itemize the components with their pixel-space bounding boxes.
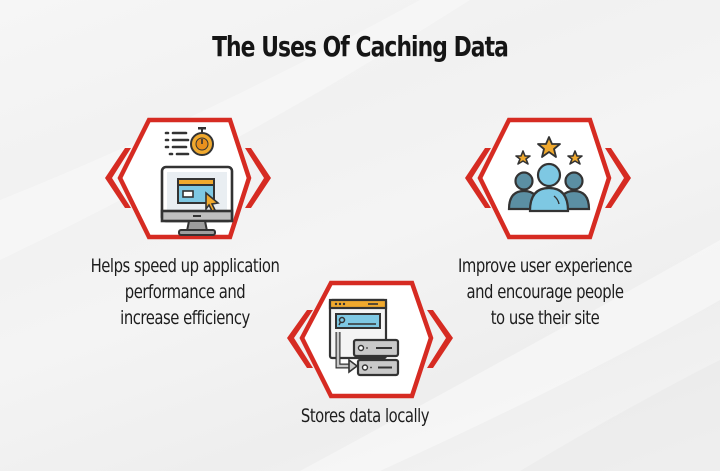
page-title: The Uses Of Caching Data	[212, 30, 509, 63]
hexagon-badge-performance	[105, 117, 271, 240]
hexagon-badge-user-experience	[465, 117, 631, 240]
caption-line: Stores data locally	[300, 405, 430, 427]
caption-line: Improve user experience	[457, 255, 633, 277]
hexagon-badge-local-storage	[287, 280, 453, 399]
caption-line: to use their site	[490, 307, 600, 329]
caption-line: performance and	[124, 281, 246, 303]
caption-user-experience: Improve user experience and encourage pe…	[420, 253, 670, 331]
caption-line: and encourage people	[466, 281, 624, 303]
users-stars-icon	[507, 136, 591, 213]
caption-line: Helps speed up application	[90, 255, 280, 277]
caption-performance: Helps speed up application performance a…	[60, 253, 310, 331]
caption-line: increase efficiency	[120, 307, 250, 329]
caption-local-storage: Stores data locally	[240, 403, 490, 429]
monitor-stopwatch-icon	[160, 127, 234, 236]
browser-server-icon	[328, 298, 400, 377]
